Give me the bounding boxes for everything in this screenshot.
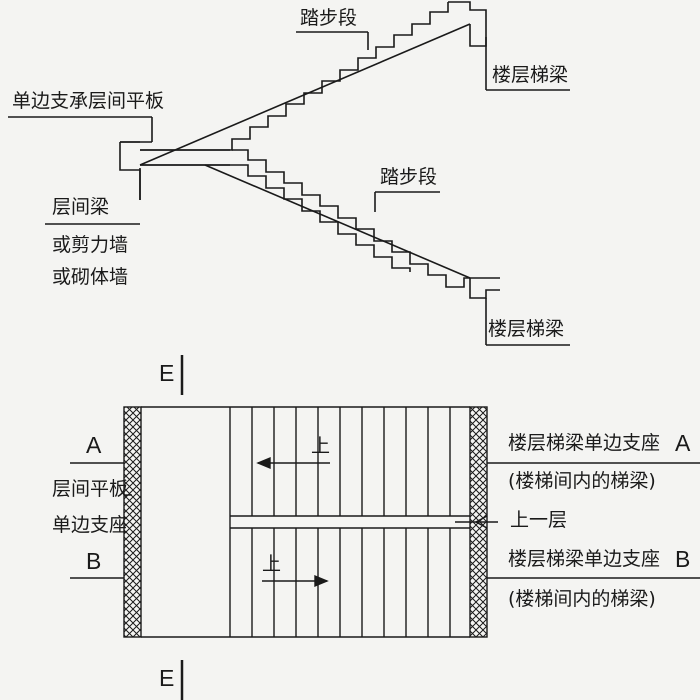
plan-letter-a-right: A (675, 430, 691, 456)
upper-flight-soffit (139, 23, 471, 166)
plan-view (70, 406, 700, 638)
treads-lower (251, 528, 451, 637)
label-shear-wall: 或剪力墙 (52, 234, 129, 256)
lower-flight-soffit (204, 164, 471, 279)
label-beam-support-a-1: 楼层梯梁单边支座 (508, 432, 661, 454)
landing-beam (119, 117, 153, 200)
upper-flight-steps (140, 2, 449, 151)
arrow-up-lower (262, 574, 329, 588)
label-tread-lower: 踏步段 (380, 166, 438, 188)
left-wall (123, 406, 142, 638)
label-floor-beam-lower: 楼层梯梁 (488, 318, 565, 340)
section-marker-e-bottom-label: E (159, 665, 175, 691)
plan-letter-b-right: B (675, 546, 691, 572)
label-masonry-wall: 或砌体墙 (52, 266, 129, 288)
plan-letter-a-left: A (86, 432, 102, 458)
landing-slab (120, 141, 230, 166)
section-view (8, 1, 570, 346)
arrow-up-upper-label: 上 (311, 435, 331, 457)
section-marker-e-top-label: E (159, 360, 175, 386)
label-tread-upper: 踏步段 (300, 7, 358, 29)
lower-floor-beam (469, 277, 500, 299)
treads-upper (251, 407, 451, 516)
label-beam-support-a-2: (楼梯间内的梯梁) (508, 470, 656, 492)
label-landing-plate: 层间平板 (52, 478, 129, 500)
upper-floor-beam (448, 1, 487, 47)
label-beam-support-b-2: (楼梯间内的梯梁) (508, 588, 656, 610)
label-landing-beam: 层间梁 (52, 196, 110, 218)
arrow-up-upper (256, 456, 330, 470)
up-one-floor-arrow (455, 515, 498, 529)
label-landing-support: 单边支承层间平板 (12, 90, 165, 112)
arrow-up-lower-label: 上 (262, 553, 282, 575)
label-single-support: 单边支座 (52, 514, 129, 536)
label-floor-beam-upper: 楼层梯梁 (492, 64, 569, 86)
plan-letter-b-left: B (86, 548, 102, 574)
label-up-one-floor: 上一层 (510, 509, 568, 531)
label-beam-support-b-1: 楼层梯梁单边支座 (508, 548, 661, 570)
lower-flight-steps-b (232, 149, 470, 288)
lower-flight-steps (140, 164, 411, 272)
